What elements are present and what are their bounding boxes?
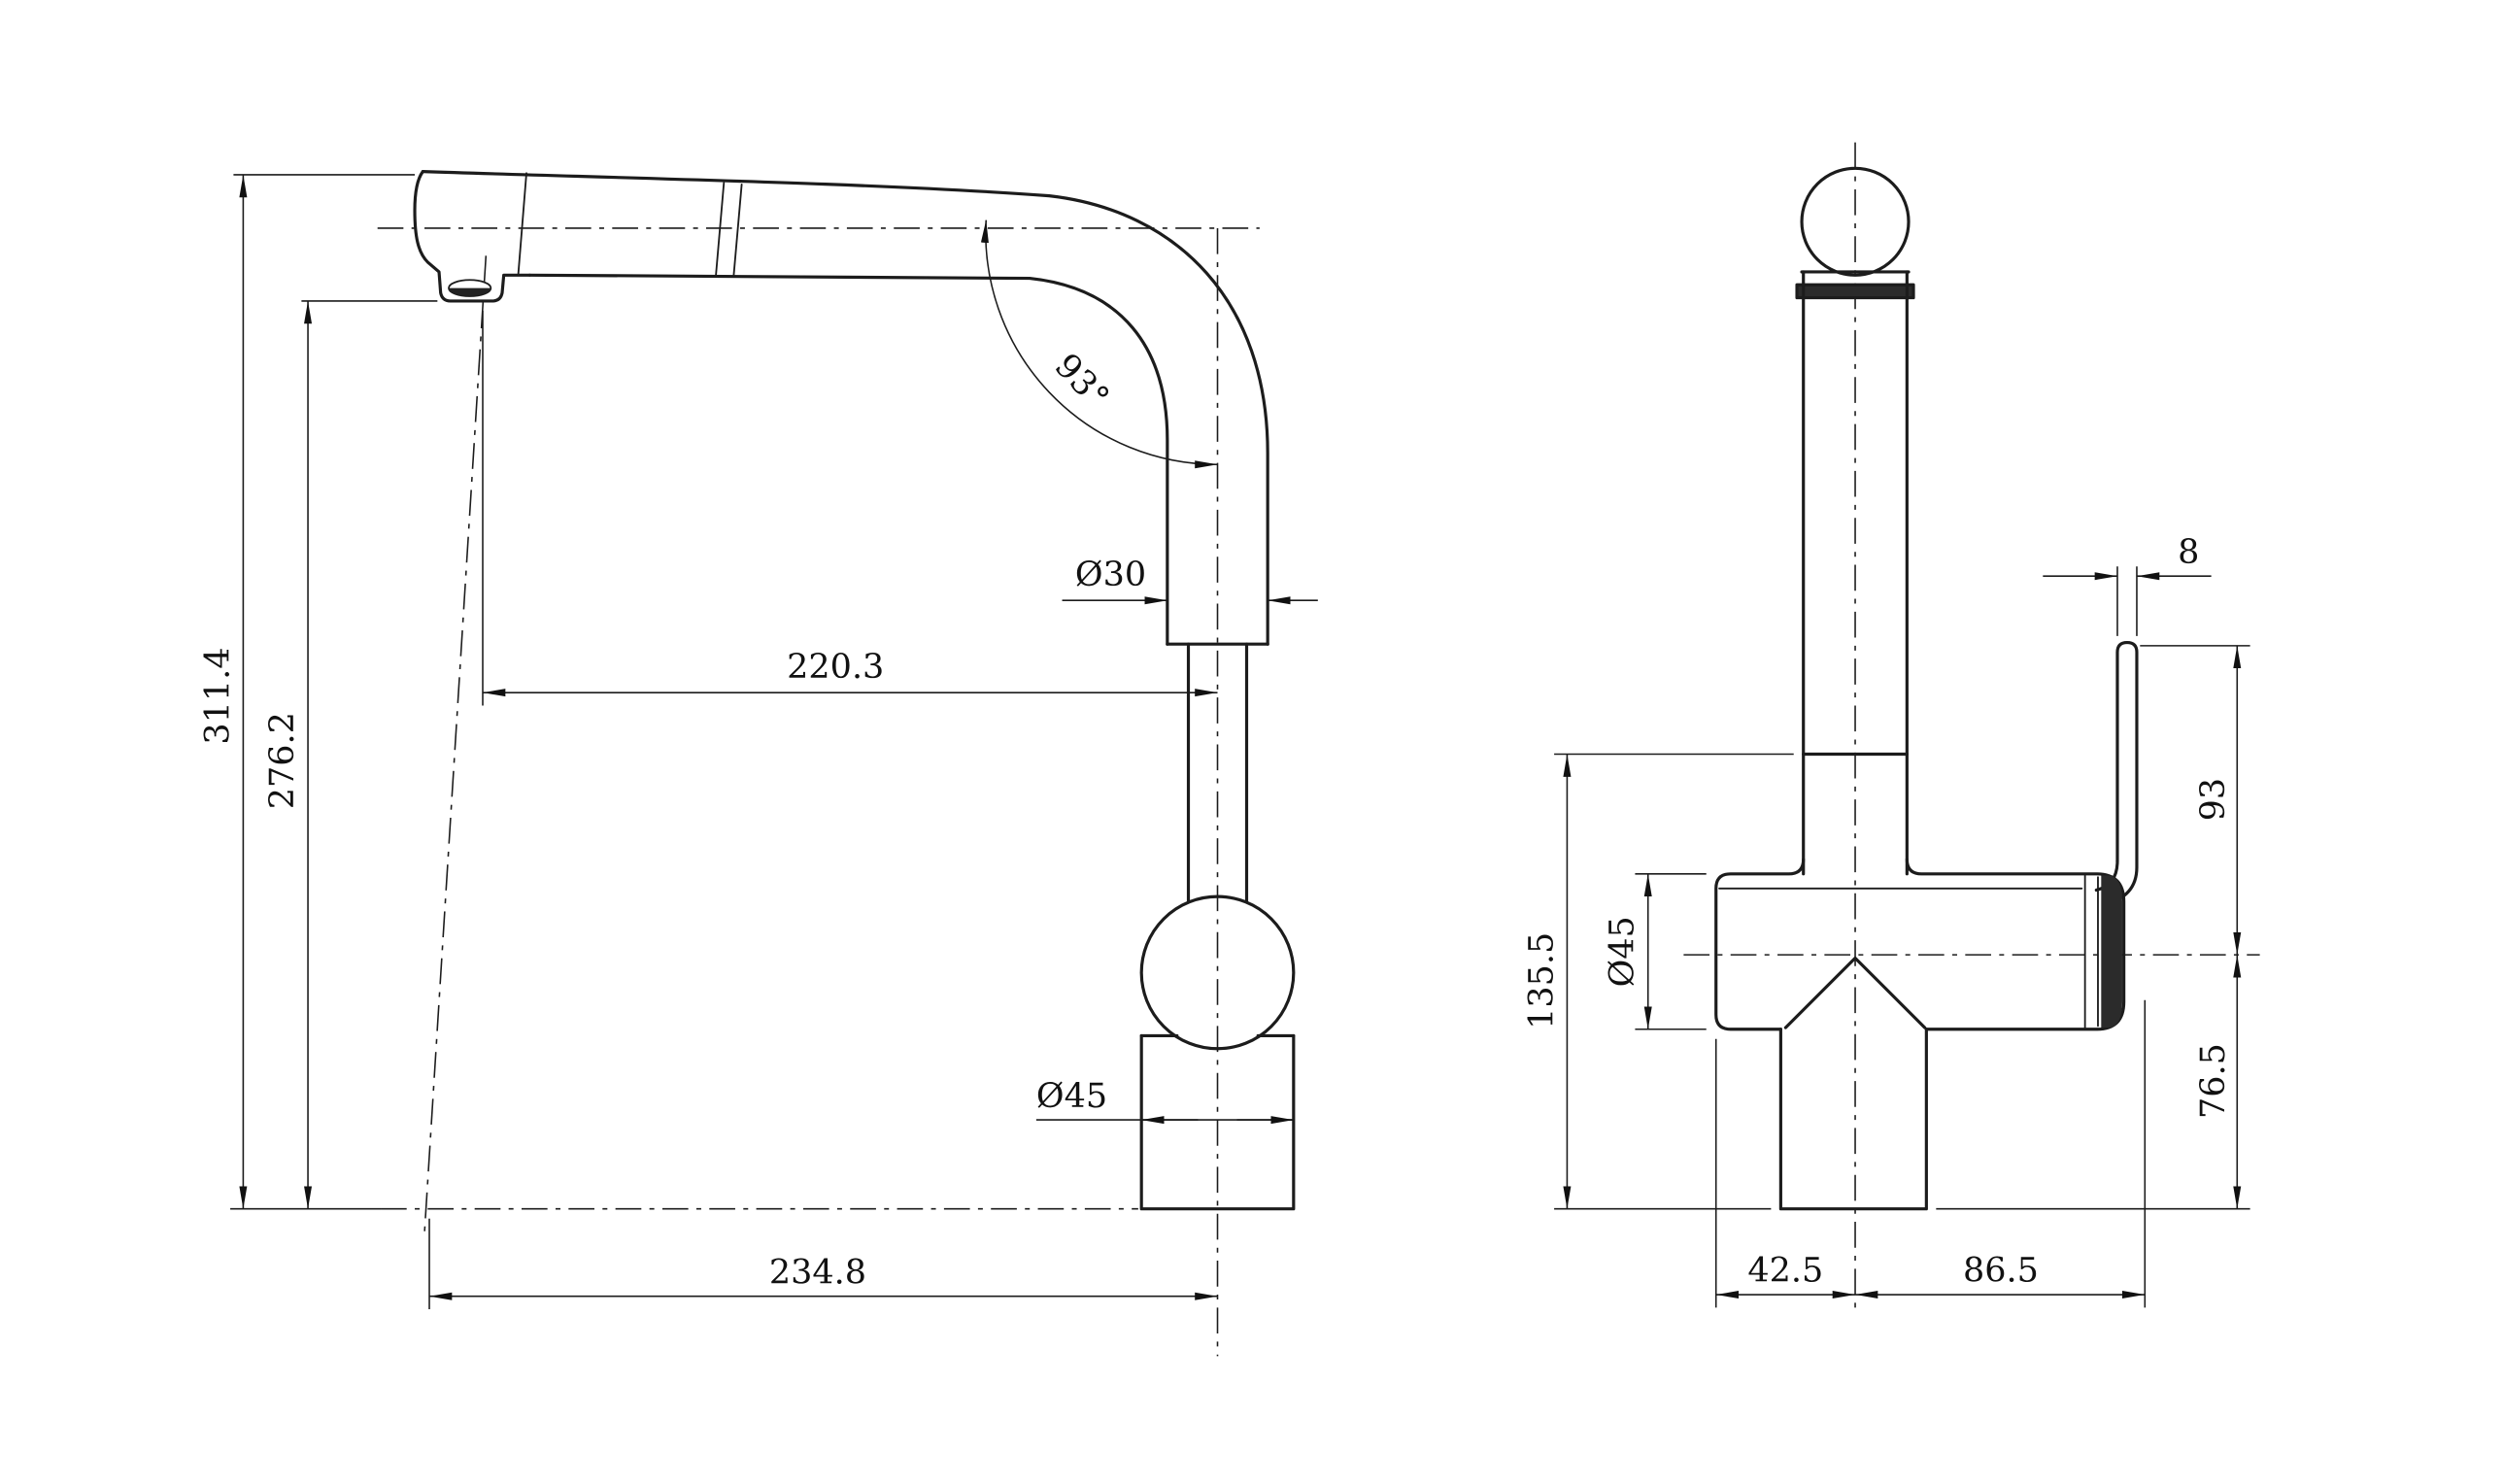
body-end-shading [2101, 875, 2122, 1029]
front-view: 8 93 76.5 135.5 Ø45 42.5 86.5 [1522, 142, 2260, 1308]
front-centerlines [1683, 142, 2260, 1308]
spray-head-outline [413, 170, 531, 303]
ball-joint [1139, 894, 1296, 1051]
faucet-side-outline [413, 170, 1296, 1211]
body-chamfer-v [1783, 956, 1927, 1029]
body-left-half [1714, 858, 1806, 1031]
hose-collar-seams [715, 182, 743, 278]
dim-head-height-label: 276.2 [263, 712, 302, 809]
dim-handle-drop-label: 76.5 [2194, 1043, 2233, 1119]
pipe-sides [1802, 270, 1909, 876]
dim-overall-height-label: 311.4 [198, 647, 237, 744]
spray-outlet-shading [449, 287, 491, 296]
spray-head-seam [517, 172, 527, 275]
ext-handle-thickness [2116, 566, 2138, 636]
dim-handle-thickness-label: 8 [2178, 533, 2199, 572]
dim-body-diameter-label: Ø45 [1036, 1077, 1107, 1116]
ext-body-height [1554, 753, 1794, 1210]
handle-blade [2103, 640, 2139, 907]
ext-body-diameter [1635, 873, 1707, 1030]
dim-base-offset-left-label: 42.5 [1747, 1252, 1823, 1291]
faucet-front-outline [1714, 166, 2139, 1211]
spray-head-axis [423, 255, 488, 1233]
dim-handle-height-label: 93 [2194, 778, 2233, 822]
body-end-rings [2083, 874, 2099, 1029]
dim-body-height-label: 135.5 [1522, 932, 1561, 1029]
front-dimensions [1554, 566, 2250, 1308]
body-right-half [1905, 858, 2126, 1031]
ext-base-offsets [1714, 999, 2147, 1308]
dim-base-offset-label: 234.8 [769, 1253, 866, 1292]
dim-base-offset-right-label: 86.5 [1963, 1252, 2039, 1291]
dim-front-body-diameter-label: Ø45 [1604, 916, 1642, 987]
dim-spout-reach-label: 220.3 [787, 648, 884, 687]
dim-spout-diameter-label: Ø30 [1075, 556, 1146, 594]
side-dimensions [230, 174, 1318, 1310]
dim-angle-text-mask [1037, 333, 1129, 427]
collar-band [1795, 283, 1915, 300]
dim-angle-arc [980, 219, 1218, 469]
base-outline [1778, 1028, 1928, 1211]
side-view: 311.4 276.2 220.3 Ø30 93° Ø45 234.8 [198, 170, 1318, 1357]
spout-bottom-edge [527, 273, 1169, 646]
side-centerlines [377, 227, 1260, 1357]
pipe-top-cap [1800, 166, 1911, 277]
spout-top-edge [421, 170, 1269, 646]
